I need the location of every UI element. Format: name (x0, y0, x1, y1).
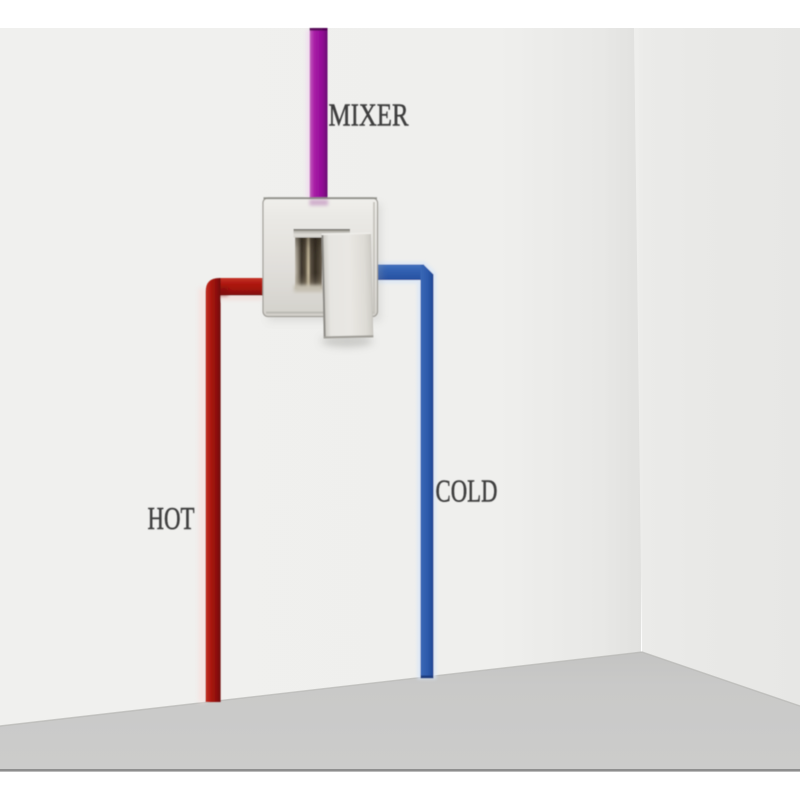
svg-text:COLD: COLD (436, 472, 498, 508)
svg-text:HOT: HOT (148, 500, 195, 536)
svg-text:MIXER: MIXER (329, 96, 410, 132)
